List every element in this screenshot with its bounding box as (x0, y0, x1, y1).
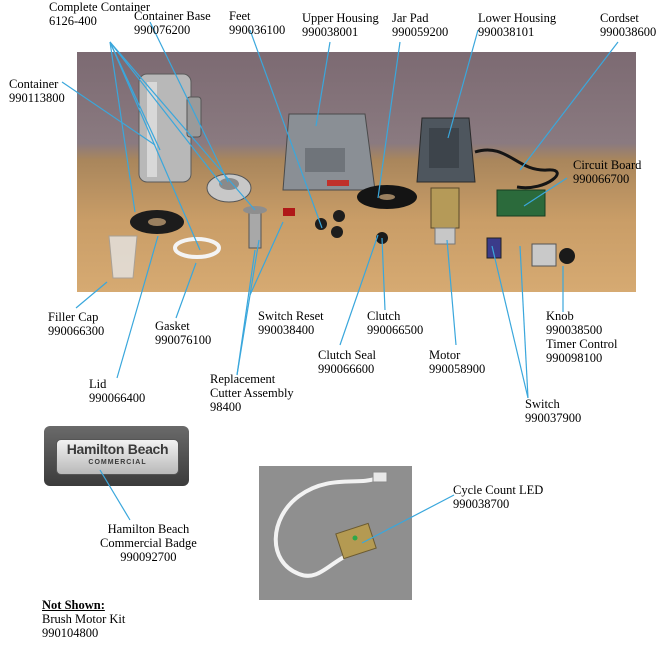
label-cordset: Cordset 990038600 (600, 11, 657, 39)
label-complete-container: Complete Container 6126-400 (49, 0, 151, 28)
feet-shape (315, 218, 327, 230)
label-motor: Motor 990058900 (429, 348, 486, 376)
switch-shape (486, 237, 502, 259)
cordset-shape (474, 148, 559, 190)
clutch-shape (376, 232, 388, 244)
label-knob-timer: Knob 990038500 Timer Control 990098100 (546, 309, 618, 365)
motor-shape (430, 187, 460, 229)
label-lower-housing: Lower Housing 990038101 (478, 11, 557, 39)
parts-illustration (108, 73, 575, 279)
label-clutch-seal: Clutch Seal 990066600 (318, 348, 376, 376)
label-cycle-count-led: Cycle Count LED 990038700 (453, 483, 544, 511)
label-jar-pad: Jar Pad 990059200 (392, 11, 449, 39)
label-commercial-badge: Hamilton Beach Commercial Badge 99009270… (100, 522, 197, 564)
label-filler-cap: Filler Cap 990066300 (48, 310, 105, 338)
label-container-base: Container Base 990076200 (134, 9, 211, 37)
not-shown-part: 990104800 (42, 626, 99, 640)
label-switch: Switch 990037900 (525, 397, 582, 425)
not-shown-heading: Not Shown: (42, 598, 105, 612)
circuit-board-shape (496, 189, 546, 217)
not-shown-item: Brush Motor Kit (42, 612, 126, 626)
parts-photo (77, 52, 636, 292)
badge-sub-text: COMMERCIAL (88, 459, 147, 466)
badge-brand-text: Hamilton Beach (66, 441, 169, 457)
badge-plate: Hamilton Beach COMMERCIAL (56, 439, 179, 475)
not-shown-section: Not Shown: Brush Motor Kit 990104800 (42, 598, 125, 640)
label-replacement-cutter: Replacement Cutter Assembly 98400 (210, 372, 294, 414)
label-switch-reset: Switch Reset 990038400 (258, 309, 324, 337)
timer-control-shape (531, 243, 557, 267)
filler-cap-shape (108, 235, 138, 279)
switch-reset-shape (283, 208, 295, 216)
label-upper-housing: Upper Housing 990038001 (302, 11, 379, 39)
commercial-badge-photo: Hamilton Beach COMMERCIAL (44, 426, 189, 486)
label-container: Container 990113800 (9, 77, 65, 105)
gasket-shape (173, 237, 221, 259)
led-illustration (273, 471, 388, 578)
cycle-count-led-photo (259, 466, 412, 600)
label-lid: Lid 990066400 (89, 377, 146, 405)
knob-shape (559, 248, 575, 264)
label-gasket: Gasket 990076100 (155, 319, 212, 347)
label-clutch: Clutch 990066500 (367, 309, 424, 337)
label-circuit-board: Circuit Board 990066700 (573, 158, 642, 186)
led-board-shape (335, 522, 377, 560)
container-shape (138, 73, 192, 183)
label-feet: Feet 990036100 (229, 9, 286, 37)
